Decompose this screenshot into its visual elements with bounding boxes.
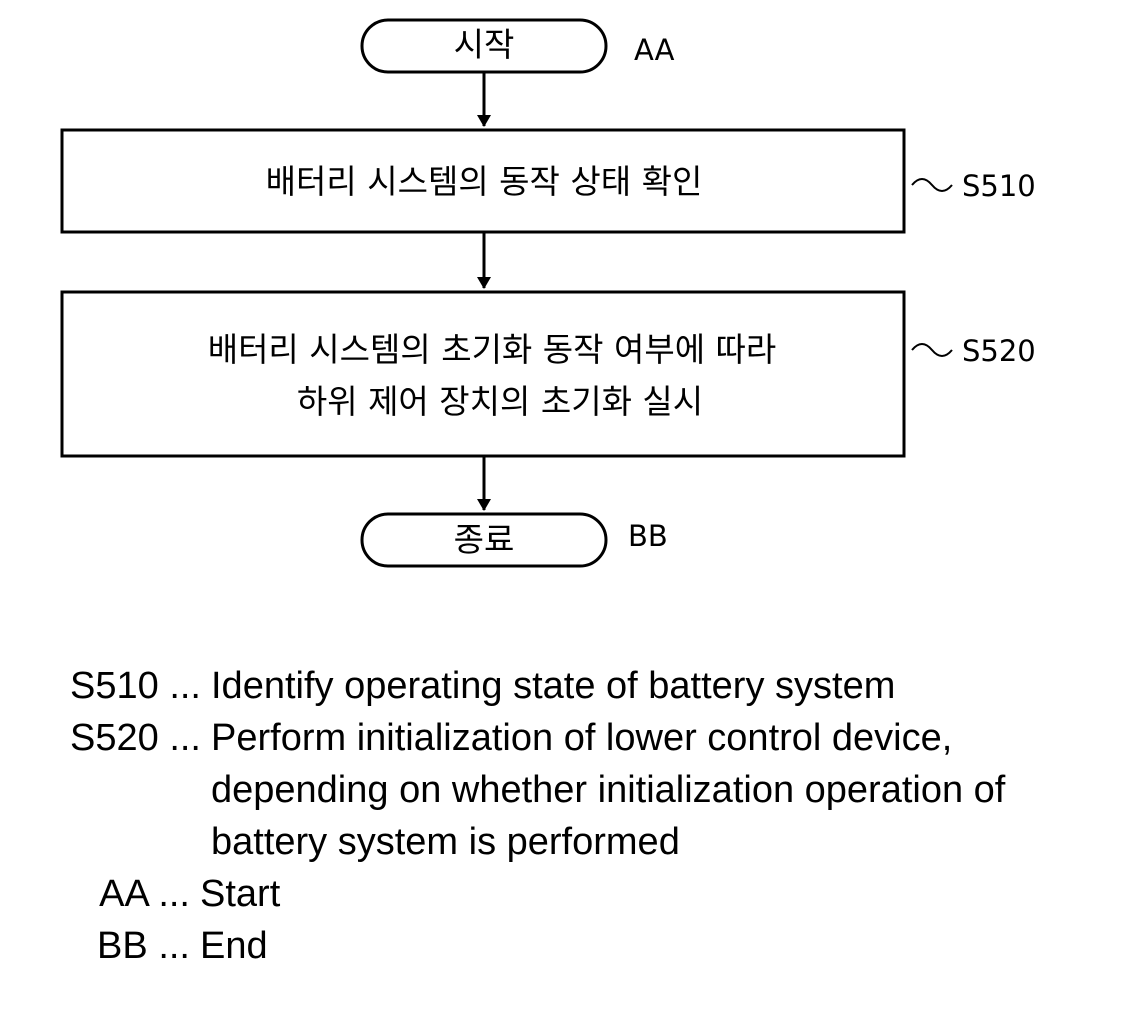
end-tag: BB [628, 519, 668, 553]
legend-description: Start [200, 868, 1080, 920]
start-terminal: 시작 AA [362, 20, 675, 72]
s510-label: 배터리 시스템의 동작 상태 확인 [266, 162, 703, 201]
legend-description: Perform initialization of lower control … [211, 712, 1091, 868]
legend-key: S510 [70, 665, 159, 707]
legend-key: BB [97, 925, 148, 967]
s510-leader-line [912, 179, 952, 191]
legend-separator: ... [158, 873, 190, 915]
legend-separator: ... [158, 925, 190, 967]
legend-separator: ... [169, 665, 201, 707]
s520-tag: S520 [962, 334, 1036, 368]
legend-row-s520: S520 ... Perform initialization of lower… [50, 712, 1110, 868]
legend-row-bb: BB ... End [50, 920, 1110, 972]
s520-leader-line [912, 344, 952, 356]
process-box-s520: 배터리 시스템의 초기화 동작 여부에 따라 하위 제어 장치의 초기화 실시 … [62, 292, 1036, 456]
s510-tag: S510 [962, 169, 1036, 203]
end-label: 종료 [454, 520, 515, 559]
legend-description: Identify operating state of battery syst… [211, 660, 1091, 712]
s520-label-line-1: 배터리 시스템의 초기화 동작 여부에 따라 [208, 330, 777, 369]
start-label: 시작 [454, 25, 515, 64]
legend-description: End [200, 920, 1080, 972]
process-box-s510: 배터리 시스템의 동작 상태 확인 S510 [62, 130, 1036, 232]
s520-label-line-2: 하위 제어 장치의 초기화 실시 [297, 382, 703, 421]
flowchart-diagram: 시작 AA 배터리 시스템의 동작 상태 확인 S510 배터리 시스템의 초기… [0, 0, 1141, 640]
legend-row-s510: S510 ... Identify operating state of bat… [50, 660, 1110, 712]
legend-key: AA [99, 873, 148, 915]
end-terminal: 종료 BB [362, 514, 668, 566]
legend-separator: ... [169, 717, 201, 759]
process-box-s520-shape [62, 292, 904, 456]
legend-key: S520 [70, 717, 159, 759]
legend: S510 ... Identify operating state of bat… [50, 660, 1110, 972]
start-tag: AA [634, 33, 675, 67]
legend-row-aa: AA ... Start [50, 868, 1110, 920]
